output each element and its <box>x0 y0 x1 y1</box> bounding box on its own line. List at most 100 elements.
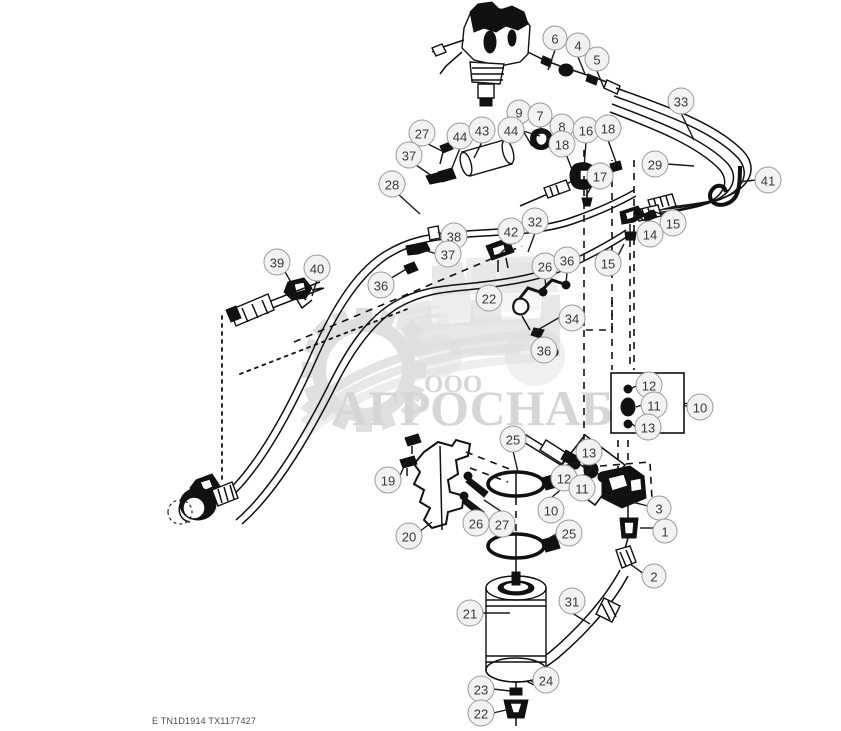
callout-label: 21 <box>463 607 477 622</box>
callout-label: 37 <box>402 149 416 164</box>
callout-1[interactable]: 1 <box>652 518 678 544</box>
callout-label: 25 <box>562 527 576 542</box>
leader-line-c18b <box>565 153 577 181</box>
bracket-20 <box>399 433 489 531</box>
leader-line-c5 <box>596 70 605 89</box>
callout-label: 26 <box>469 517 483 532</box>
callout-26[interactable]: 26 <box>531 252 559 280</box>
leader-line-c25a <box>512 450 519 473</box>
callout-27[interactable]: 27 <box>488 510 516 538</box>
callout-22[interactable]: 22 <box>467 699 495 727</box>
callout-36[interactable]: 36 <box>367 271 395 299</box>
callout-40[interactable]: 40 <box>303 254 331 282</box>
cylinder-rod-left <box>225 281 325 327</box>
callout-label: 23 <box>474 683 488 698</box>
callout-15[interactable]: 15 <box>594 249 622 277</box>
callout-bubble <box>497 217 525 245</box>
callout-label: 36 <box>560 254 574 269</box>
callout-18[interactable]: 18 <box>548 130 576 158</box>
callout-2[interactable]: 2 <box>641 563 667 589</box>
callout-36[interactable]: 36 <box>530 336 558 364</box>
callout-bubble <box>395 522 423 550</box>
callout-12[interactable]: 12 <box>635 371 663 399</box>
callout-21[interactable]: 21 <box>456 599 484 627</box>
callout-5[interactable]: 5 <box>584 46 610 72</box>
callout-22[interactable]: 22 <box>475 284 503 312</box>
callout-18[interactable]: 18 <box>594 114 622 142</box>
leader-line-c27b <box>483 499 503 513</box>
callout-19[interactable]: 19 <box>374 466 402 494</box>
callout-10[interactable]: 10 <box>686 393 714 421</box>
callout-15[interactable]: 15 <box>659 209 687 237</box>
callout-44[interactable]: 44 <box>446 122 474 150</box>
callout-37[interactable]: 37 <box>395 141 423 169</box>
cylinder-43-assembly <box>425 128 553 185</box>
callout-bubble <box>594 114 622 142</box>
callout-31[interactable]: 31 <box>558 587 586 615</box>
callout-label: 27 <box>495 518 509 533</box>
callout-14[interactable]: 14 <box>636 220 664 248</box>
callout-label: 26 <box>538 260 552 275</box>
callout-3[interactable]: 3 <box>646 495 672 521</box>
callout-11[interactable]: 11 <box>640 391 668 419</box>
callout-25[interactable]: 25 <box>499 425 527 453</box>
callout-28[interactable]: 28 <box>378 170 406 198</box>
callout-24[interactable]: 24 <box>532 666 560 694</box>
leader-line-c43 <box>473 141 483 159</box>
callout-bubble <box>555 519 583 547</box>
callout-37[interactable]: 37 <box>434 240 462 268</box>
callout-bubble <box>542 25 568 51</box>
callout-label: 12 <box>642 379 656 394</box>
callout-34[interactable]: 34 <box>558 304 586 332</box>
leader-line-c40 <box>311 279 318 297</box>
callout-bubble <box>497 116 525 144</box>
callout-13[interactable]: 13 <box>575 438 603 466</box>
callout-bubble <box>532 666 560 694</box>
callout-bubble <box>652 518 678 544</box>
callout-label: 1 <box>661 525 668 540</box>
callout-bubble <box>263 248 291 276</box>
callout-label: 13 <box>641 421 655 436</box>
callout-23[interactable]: 23 <box>467 675 495 703</box>
callout-label: 11 <box>575 482 589 497</box>
callout-44[interactable]: 44 <box>497 116 525 144</box>
callout-label: 28 <box>385 178 399 193</box>
callout-16[interactable]: 16 <box>572 116 600 144</box>
callout-41[interactable]: 41 <box>754 166 782 194</box>
callout-10[interactable]: 10 <box>537 496 565 524</box>
callout-bubble <box>553 246 581 274</box>
callout-label: 15 <box>601 257 615 272</box>
callout-36[interactable]: 36 <box>553 246 581 274</box>
callout-17[interactable]: 17 <box>586 162 614 190</box>
leader-line-c4 <box>577 56 586 75</box>
callout-33[interactable]: 33 <box>667 87 695 115</box>
callout-bubble <box>395 141 423 169</box>
callout-4[interactable]: 4 <box>565 32 591 58</box>
callout-label: 20 <box>402 530 416 545</box>
callout-bubble <box>636 220 664 248</box>
callout-label: 9 <box>515 106 522 121</box>
callout-13[interactable]: 13 <box>634 413 662 441</box>
callout-label: 7 <box>536 109 543 124</box>
callout-bubble <box>537 496 565 524</box>
callout-39[interactable]: 39 <box>263 248 291 276</box>
callout-29[interactable]: 29 <box>641 150 669 178</box>
callout-32[interactable]: 32 <box>521 207 549 235</box>
callout-20[interactable]: 20 <box>395 522 423 550</box>
leader-line-c22 <box>492 709 507 714</box>
callout-bubble <box>467 699 495 727</box>
callout-43[interactable]: 43 <box>468 116 496 144</box>
callout-bubble <box>367 271 395 299</box>
callout-bubble <box>641 563 667 589</box>
callout-26[interactable]: 26 <box>462 509 490 537</box>
callout-7[interactable]: 7 <box>527 102 553 128</box>
callout-11[interactable]: 11 <box>568 474 596 502</box>
leader-line-c33 <box>680 112 695 141</box>
callout-25[interactable]: 25 <box>555 519 583 547</box>
callout-6[interactable]: 6 <box>542 25 568 51</box>
callout-42[interactable]: 42 <box>497 217 525 245</box>
elbow-14-15 <box>619 205 658 241</box>
callout-27[interactable]: 27 <box>408 119 436 147</box>
callout-label: 18 <box>555 138 569 153</box>
